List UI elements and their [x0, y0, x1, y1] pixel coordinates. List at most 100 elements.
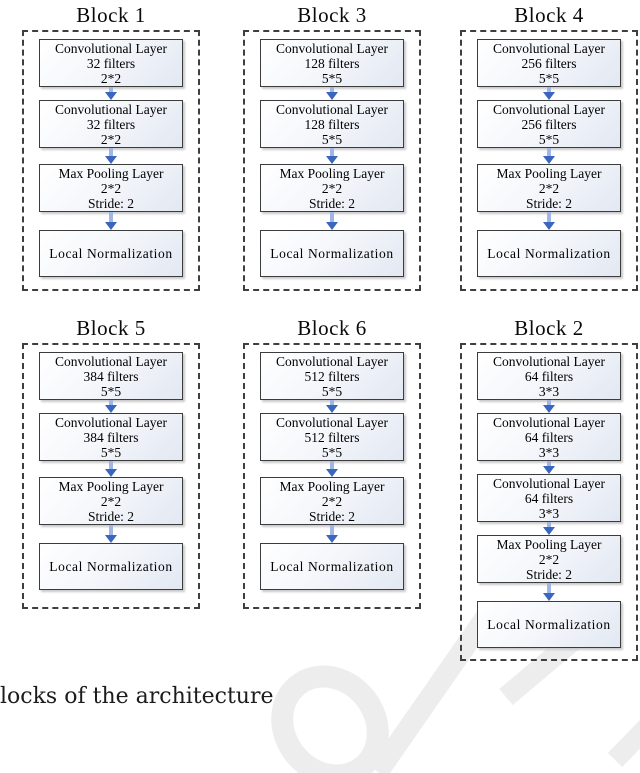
down-arrow-icon — [326, 400, 338, 413]
layer-line: 3*3 — [538, 506, 560, 522]
layer-line: 256 filters — [521, 56, 577, 72]
layer-line: 64 filters — [524, 491, 574, 507]
layer-line: Stride: 2 — [308, 196, 356, 212]
layer-line: Max Pooling Layer — [58, 479, 164, 494]
layer-line: Convolutional Layer — [275, 415, 389, 430]
layer-line: 2*2 — [100, 181, 122, 197]
layer-line: Max Pooling Layer — [58, 166, 164, 181]
layer-line: Stride: 2 — [525, 196, 573, 212]
layer-line: 128 filters — [304, 117, 360, 133]
down-arrow-icon — [326, 87, 338, 100]
layer-line: 2*2 — [100, 494, 122, 510]
conv-layer-box: Convolutional Layer 128 filters 5*5 — [260, 39, 404, 87]
local-normalization-box: Local Normalization — [39, 543, 183, 590]
conv-layer-box: Convolutional Layer 384 filters 5*5 — [39, 413, 183, 461]
down-arrow-icon — [105, 148, 117, 164]
block-1: Block 1 Convolutional Layer 32 filters 2… — [22, 2, 200, 291]
layer-line: Convolutional Layer — [275, 102, 389, 117]
down-arrow-icon — [543, 148, 555, 164]
block-6-title: Block 6 — [297, 316, 367, 340]
layer-line: 512 filters — [304, 369, 360, 385]
layer-line: Convolutional Layer — [54, 415, 168, 430]
layer-line: 256 filters — [521, 117, 577, 133]
block-1-title: Block 1 — [76, 3, 146, 27]
layer-line: Stride: 2 — [87, 196, 135, 212]
max-pooling-box: Max Pooling Layer 2*2 Stride: 2 — [260, 164, 404, 212]
layer-line: 32 filters — [86, 56, 136, 72]
conv-layer-box: Convolutional Layer 256 filters 5*5 — [477, 100, 621, 148]
down-arrow-icon — [105, 400, 117, 413]
conv-layer-box: Convolutional Layer 256 filters 5*5 — [477, 39, 621, 87]
down-arrow-icon — [543, 583, 555, 601]
layer-line: Convolutional Layer — [275, 41, 389, 56]
conv-layer-box: Convolutional Layer 64 filters 3*3 — [477, 352, 621, 400]
layer-line: Convolutional Layer — [275, 354, 389, 369]
max-pooling-box: Max Pooling Layer 2*2 Stride: 2 — [477, 535, 621, 583]
max-pooling-box: Max Pooling Layer 2*2 Stride: 2 — [477, 164, 621, 212]
down-arrow-icon — [105, 461, 117, 477]
down-arrow-icon — [543, 522, 555, 535]
down-arrow-icon — [543, 461, 555, 474]
layer-line: 384 filters — [83, 430, 139, 446]
block-2-title: Block 2 — [514, 316, 584, 340]
layer-line: Max Pooling Layer — [279, 479, 385, 494]
layer-line: 3*3 — [538, 445, 560, 461]
layer-line: Stride: 2 — [525, 567, 573, 583]
layer-line: 5*5 — [100, 445, 122, 461]
layer-line: 128 filters — [304, 56, 360, 72]
layer-line: Convolutional Layer — [492, 476, 606, 491]
block-5: Block 5 Convolutional Layer 384 filters … — [22, 315, 200, 609]
conv-layer-box: Convolutional Layer 128 filters 5*5 — [260, 100, 404, 148]
layer-line: 5*5 — [321, 71, 343, 87]
layer-line: Convolutional Layer — [492, 41, 606, 56]
layer-line: 512 filters — [304, 430, 360, 446]
layer-line: Convolutional Layer — [54, 354, 168, 369]
down-arrow-icon — [543, 87, 555, 100]
layer-line: 2*2 — [321, 494, 343, 510]
layer-line: Convolutional Layer — [54, 102, 168, 117]
block-2-frame: Convolutional Layer 64 filters 3*3 Convo… — [460, 343, 638, 661]
down-arrow-icon — [326, 212, 338, 230]
figure-caption: locks of the architecture — [0, 684, 274, 709]
max-pooling-box: Max Pooling Layer 2*2 Stride: 2 — [260, 477, 404, 525]
block-4-title: Block 4 — [514, 3, 584, 27]
layer-line: 2*2 — [538, 552, 560, 568]
conv-layer-box: Convolutional Layer 64 filters 3*3 — [477, 474, 621, 522]
down-arrow-icon — [105, 87, 117, 100]
local-normalization-box: Local Normalization — [260, 543, 404, 590]
layer-line: 5*5 — [100, 384, 122, 400]
layer-line: Convolutional Layer — [54, 41, 168, 56]
layer-line: 64 filters — [524, 369, 574, 385]
layer-line: Max Pooling Layer — [496, 537, 602, 552]
block-2: Block 2 Convolutional Layer 64 filters 3… — [460, 315, 638, 661]
down-arrow-icon — [543, 400, 555, 413]
block-3-frame: Convolutional Layer 128 filters 5*5 Conv… — [243, 30, 421, 291]
layer-line: Max Pooling Layer — [279, 166, 385, 181]
layer-line: 5*5 — [538, 71, 560, 87]
layer-line: 384 filters — [83, 369, 139, 385]
layer-line: 64 filters — [524, 430, 574, 446]
down-arrow-icon — [105, 525, 117, 543]
layer-line: 5*5 — [321, 132, 343, 148]
conv-layer-box: Convolutional Layer 32 filters 2*2 — [39, 39, 183, 87]
local-normalization-box: Local Normalization — [477, 601, 621, 648]
layer-line: Stride: 2 — [308, 509, 356, 525]
layer-line: 2*2 — [321, 181, 343, 197]
layer-line: 5*5 — [538, 132, 560, 148]
down-arrow-icon — [326, 461, 338, 477]
layer-line: 2*2 — [100, 132, 122, 148]
conv-layer-box: Convolutional Layer 512 filters 5*5 — [260, 413, 404, 461]
layer-line: Convolutional Layer — [492, 354, 606, 369]
block-5-frame: Convolutional Layer 384 filters 5*5 Conv… — [22, 343, 200, 609]
local-normalization-box: Local Normalization — [477, 230, 621, 277]
layer-line: Max Pooling Layer — [496, 166, 602, 181]
local-normalization-box: Local Normalization — [39, 230, 183, 277]
layer-line: 2*2 — [538, 181, 560, 197]
local-normalization-box: Local Normalization — [260, 230, 404, 277]
layer-line: 3*3 — [538, 384, 560, 400]
conv-layer-box: Convolutional Layer 64 filters 3*3 — [477, 413, 621, 461]
block-3: Block 3 Convolutional Layer 128 filters … — [243, 2, 421, 291]
max-pooling-box: Max Pooling Layer 2*2 Stride: 2 — [39, 164, 183, 212]
layer-line: Convolutional Layer — [492, 415, 606, 430]
layer-line: 2*2 — [100, 71, 122, 87]
